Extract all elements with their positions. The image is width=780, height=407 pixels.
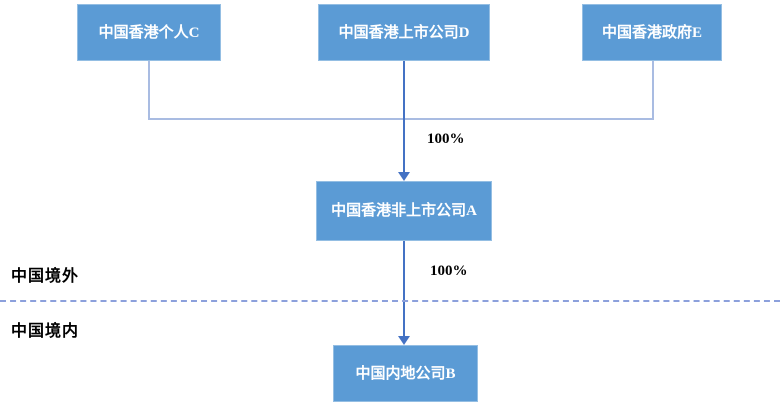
connector-right-stub [652, 61, 654, 119]
connector-left-stub [148, 61, 150, 119]
node-hk-individual-c: 中国香港个人C [77, 4, 221, 61]
region-label-offshore: 中国境外 [11, 268, 80, 285]
down-arrowhead-icon [398, 336, 410, 345]
region-label-onshore: 中国境内 [11, 323, 80, 340]
node-hk-listed-company-d: 中国香港上市公司D [318, 4, 490, 61]
arrow-line-to-company-a [403, 61, 405, 172]
border-divider-dashed-line [0, 300, 780, 302]
arrow-line-to-company-b [403, 241, 405, 336]
node-hk-unlisted-company-a: 中国香港非上市公司A [316, 181, 492, 241]
down-arrowhead-icon [398, 172, 410, 181]
connector-horizontal-bar [148, 118, 654, 120]
ownership-percentage-label-1: 100% [427, 131, 465, 147]
node-mainland-company-b: 中国内地公司B [333, 345, 478, 402]
ownership-percentage-label-2: 100% [430, 263, 468, 279]
node-hk-government-e: 中国香港政府E [582, 4, 722, 61]
